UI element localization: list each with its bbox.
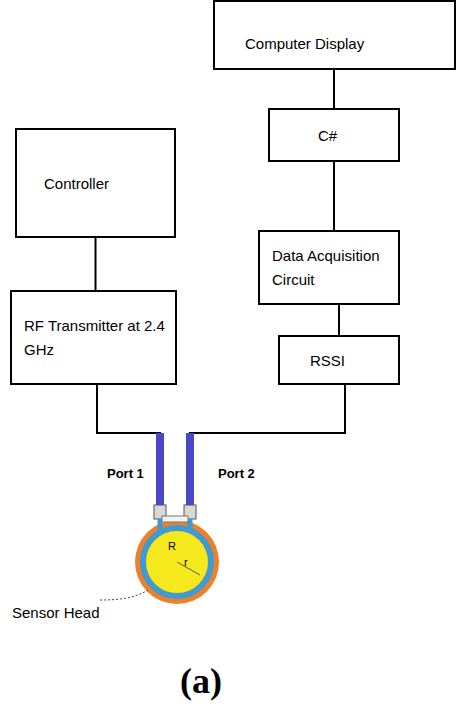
software-box: C# <box>268 108 400 162</box>
box-text: RF Transmitter at 2.4 GHz <box>24 314 167 362</box>
box-text: Computer Display <box>245 32 446 56</box>
box-text: C# <box>318 124 390 148</box>
port-label: Port 2 <box>218 466 255 481</box>
connector-stroke <box>95 238 97 290</box>
connector-stroke <box>338 305 340 335</box>
sensor-inner-disc <box>146 531 208 593</box>
rf-feed-wire <box>97 385 160 440</box>
connector-stroke <box>333 162 335 230</box>
box-text: RSSI <box>310 349 390 373</box>
dimension-label: R <box>168 540 176 552</box>
radius-line <box>177 562 200 575</box>
controller-box: Controller <box>15 128 176 238</box>
dimension-label: r <box>184 556 188 568</box>
sensor-head-leader <box>100 590 148 600</box>
daq-box: Data Acquisition Circuit <box>258 230 400 305</box>
connector-line <box>95 238 96 290</box>
port-label: Port 1 <box>107 466 144 481</box>
box-text: Controller <box>44 172 166 196</box>
connector-line <box>334 162 335 230</box>
port-bridge <box>162 516 188 522</box>
rssi-box: RSSI <box>278 335 400 385</box>
port1-cable <box>156 433 164 505</box>
box-text: Data Acquisition Circuit <box>272 244 390 292</box>
sensor-outer-body <box>135 520 219 604</box>
display-box: Computer Display <box>213 0 456 70</box>
connector-line <box>334 70 335 108</box>
figure-label: (a) <box>180 660 222 702</box>
part-label: Sensor Head <box>12 604 100 621</box>
transmitter-box: RF Transmitter at 2.4 GHz <box>10 290 177 385</box>
sensor-ring <box>143 528 211 596</box>
connector-stroke <box>333 70 335 108</box>
connector-line <box>339 305 340 335</box>
port2-cable <box>186 433 194 505</box>
rssi-feed-wire <box>190 385 345 440</box>
